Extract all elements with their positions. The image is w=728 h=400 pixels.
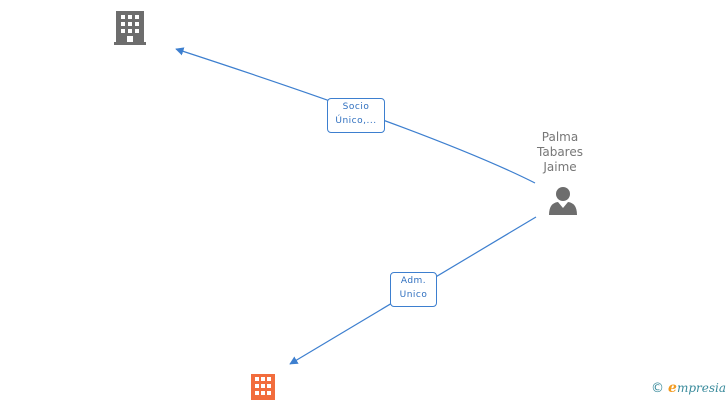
person-node[interactable] [548, 186, 578, 220]
person-name-line-2: Tabares [537, 145, 583, 159]
copyright-icon: © [651, 380, 665, 396]
building-icon [114, 11, 146, 45]
edge-label-line-1: Socio [342, 102, 370, 112]
person-name-line-3: Jaime [543, 160, 577, 174]
person-name: Palma Tabares Jaime [520, 130, 600, 175]
edge-label-socio-unico[interactable]: Socio Único,... [327, 98, 385, 133]
edge-label-line-1: Adm. [400, 276, 427, 286]
edge-label-line-2: Único,... [335, 116, 377, 126]
empresia-logo: © empresia [651, 380, 726, 396]
person-name-line-1: Palma [541, 130, 579, 144]
building-icon [251, 374, 275, 400]
edge-person-to-company-top[interactable] [175, 47, 536, 184]
brand-wordmark: empresia [668, 380, 726, 396]
company-node-bottom[interactable] [250, 374, 276, 400]
edge-label-line-2: Unico [399, 290, 428, 300]
edge-label-adm-unico[interactable]: Adm. Unico [390, 272, 437, 307]
company-node-top[interactable] [114, 11, 146, 49]
person-icon [549, 187, 577, 215]
